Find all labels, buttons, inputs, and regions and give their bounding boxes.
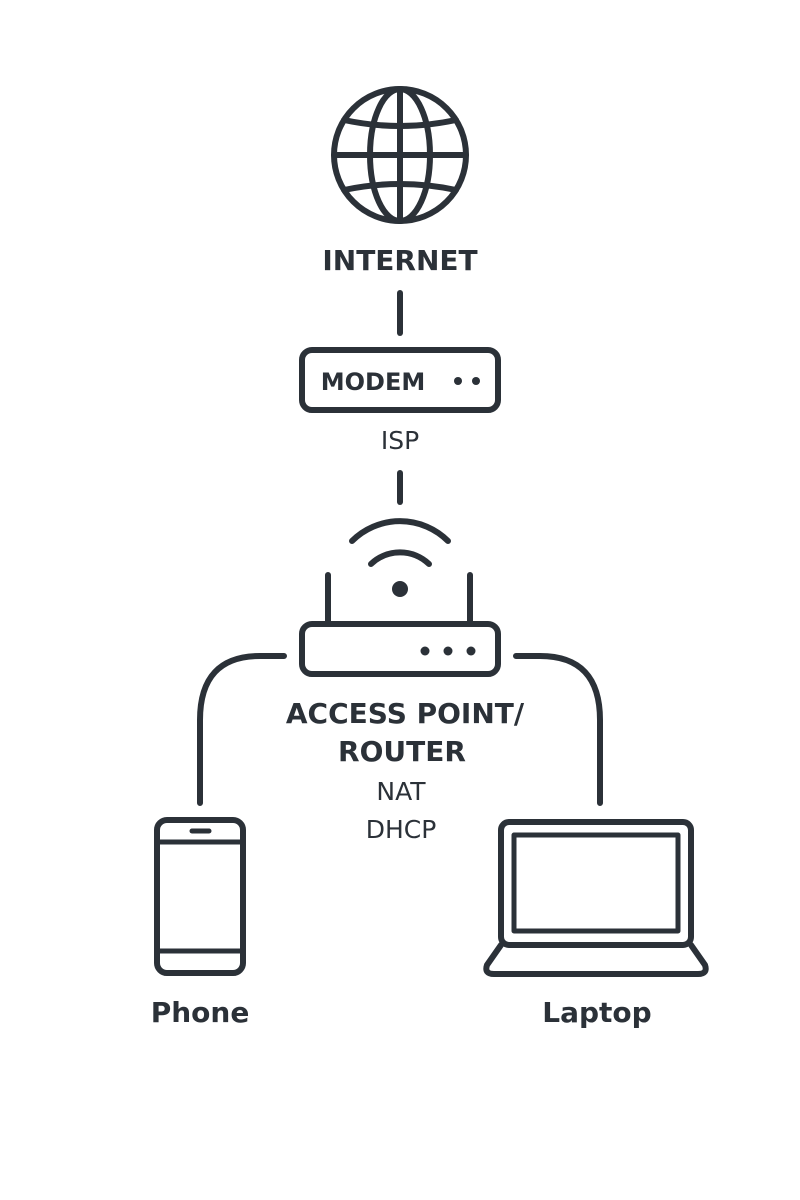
modem-icon	[299, 347, 501, 413]
phone-icon	[154, 817, 246, 976]
dhcp-label: DHCP	[366, 815, 437, 844]
router-phone-link	[197, 653, 287, 806]
laptop-label: Laptop	[542, 996, 651, 1029]
isp-label: ISP	[381, 426, 419, 455]
laptop-icon	[483, 819, 709, 977]
nat-label: NAT	[376, 777, 426, 806]
router-label-line1: ACCESS POINT/	[286, 697, 525, 730]
phone-label: Phone	[151, 996, 250, 1029]
globe-icon	[331, 86, 469, 224]
wifi-icon	[349, 518, 451, 597]
modem-label: MODEM	[321, 368, 425, 396]
router-label-line2: ROUTER	[338, 735, 466, 768]
modem-led-1	[454, 377, 462, 385]
modem-led-2	[472, 377, 480, 385]
router-icon	[299, 572, 501, 677]
internet-label: INTERNET	[322, 244, 477, 277]
router-laptop-link	[513, 653, 603, 806]
